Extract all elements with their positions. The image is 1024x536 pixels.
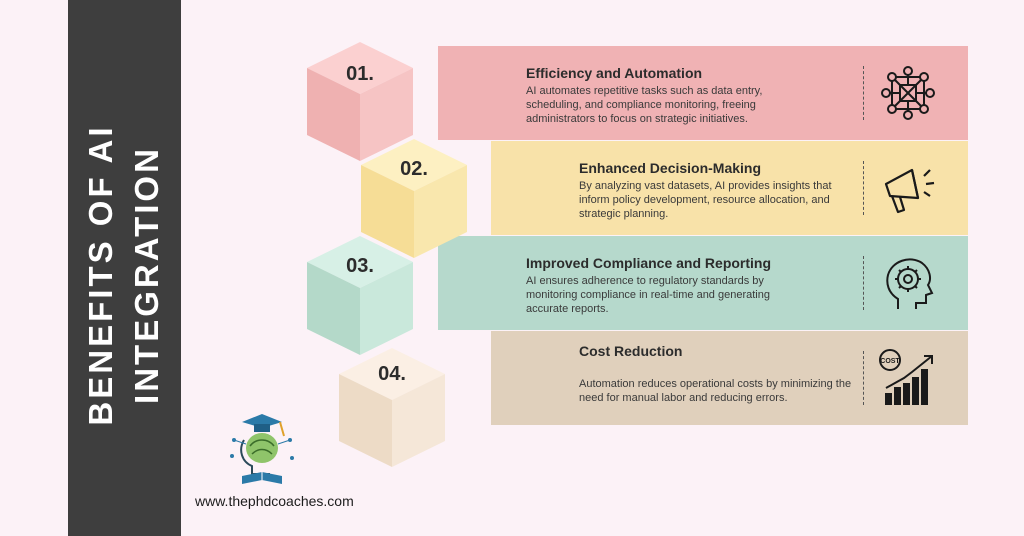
website-url[interactable]: www.thephdcoaches.com xyxy=(195,493,354,509)
cost-icon-label: COST xyxy=(880,358,900,365)
card-1-divider xyxy=(863,66,864,120)
card-4: Cost Reduction Automation reduces operat… xyxy=(491,331,968,425)
page-title-line-2: INTEGRATION xyxy=(128,146,165,404)
cube-1: 01. xyxy=(307,42,413,161)
card-1-title: Efficiency and Automation xyxy=(526,65,703,81)
card-2-description: By analyzing vast datasets, AI provides … xyxy=(579,180,832,220)
network-icon xyxy=(878,63,938,123)
card-3: Improved Compliance and Reporting AI ens… xyxy=(438,236,968,330)
card-3-title: Improved Compliance and Reporting xyxy=(526,255,772,271)
card-3-divider xyxy=(863,256,864,310)
page-title: BENEFITS OF AI INTEGRATION xyxy=(78,124,170,425)
cube-4: 04. xyxy=(339,348,445,467)
cube-1-number: 01. xyxy=(346,63,374,85)
cube-3: 03. xyxy=(307,236,413,355)
cube-2-number: 02. xyxy=(400,158,428,180)
cube-4-number: 04. xyxy=(378,363,406,385)
card-2-divider xyxy=(863,161,864,215)
card-2-title: Enhanced Decision-Making xyxy=(579,160,762,176)
logo xyxy=(220,410,310,490)
sidebar xyxy=(68,0,181,536)
cost-growth-icon: COST xyxy=(878,348,938,408)
card-1: Efficiency and Automation AI automates r… xyxy=(438,46,968,140)
card-1-description: AI automates repetitive tasks such as da… xyxy=(526,85,763,125)
page-title-line-1: BENEFITS OF AI xyxy=(82,124,119,426)
cube-3-number: 03. xyxy=(346,255,374,277)
card-2: Enhanced Decision-Making By analyzing va… xyxy=(491,141,968,235)
card-4-divider xyxy=(863,351,864,405)
card-4-title: Cost Reduction xyxy=(579,343,683,359)
head-gear-icon xyxy=(878,253,938,313)
card-4-description: Automation reduces operational costs by … xyxy=(579,378,852,404)
card-3-description: AI ensures adherence to regulatory stand… xyxy=(526,275,770,315)
megaphone-icon xyxy=(878,158,938,218)
